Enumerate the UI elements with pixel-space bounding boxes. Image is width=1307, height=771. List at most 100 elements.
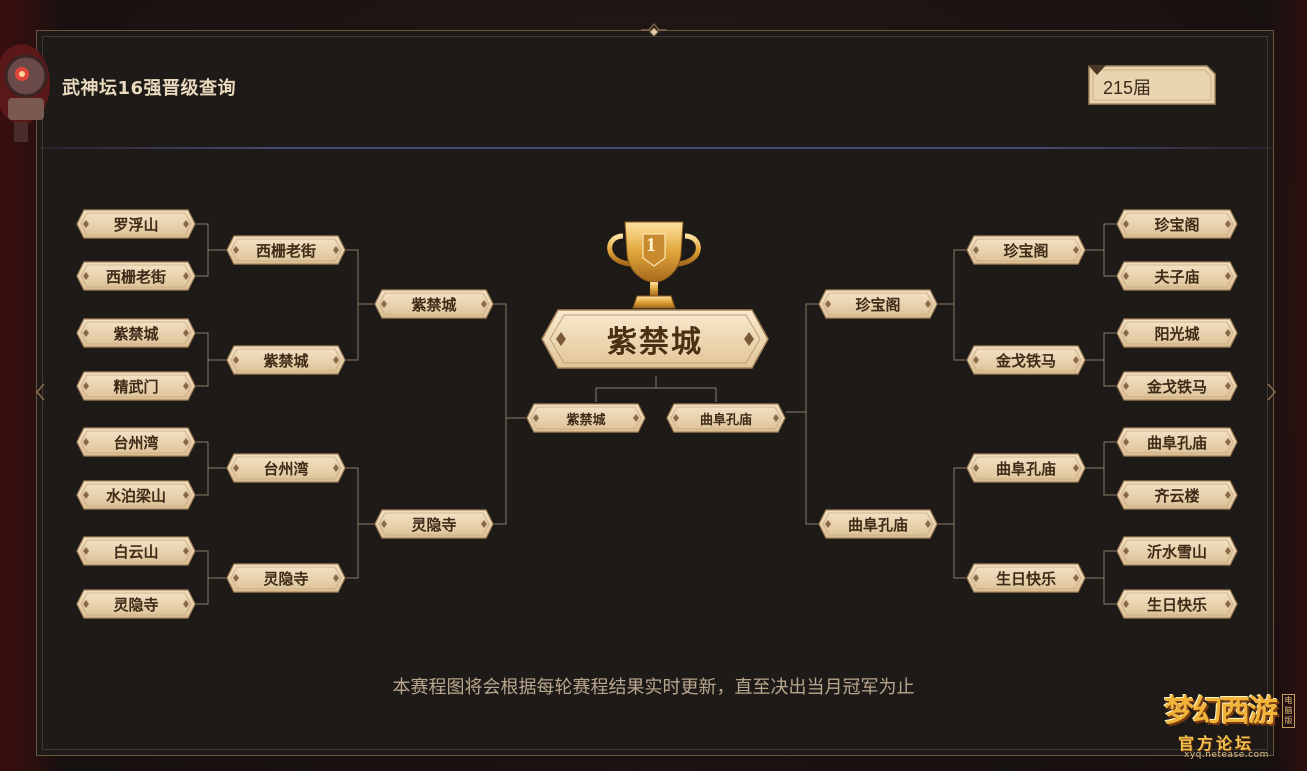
right-quarterfinal-team-3[interactable]: 曲阜孔庙 [966, 453, 1086, 483]
final-team-2[interactable]: 曲阜孔庙 [666, 403, 786, 433]
right-round16-team-3[interactable]: 阳光城 [1116, 318, 1238, 348]
plate-frame-icon [1116, 371, 1238, 401]
left-quarterfinal-team-2[interactable]: 紫禁城 [226, 345, 346, 375]
team-name: 台州湾 [263, 459, 309, 478]
logo-name: 梦幻西游 [1164, 694, 1278, 729]
left-round16-team-4[interactable]: 精武门 [76, 371, 196, 401]
right-semifinal-team-1[interactable]: 珍宝阁 [818, 289, 938, 319]
plate-frame-icon [1116, 209, 1238, 239]
plate-frame-icon [966, 235, 1086, 265]
team-name: 台州湾 [113, 433, 159, 452]
team-name: 紫禁城 [411, 295, 457, 314]
final-team-1[interactable]: 紫禁城 [526, 403, 646, 433]
right-round16-team-6[interactable]: 齐云楼 [1116, 480, 1238, 510]
right-round16-team-4[interactable]: 金戈铁马 [1116, 371, 1238, 401]
right-round16-team-8[interactable]: 生日快乐 [1116, 589, 1238, 619]
team-name: 生日快乐 [995, 569, 1056, 588]
plate-frame-icon [526, 403, 646, 433]
team-name: 曲阜孔庙 [995, 459, 1056, 478]
plate-frame-icon [1116, 261, 1238, 291]
header-divider [40, 147, 1274, 149]
plate-frame-icon [76, 427, 196, 457]
plate-frame-icon [1116, 536, 1238, 566]
team-name: 水泊梁山 [105, 486, 166, 505]
game-logo[interactable]: 梦幻西游 电脑版 官方论坛 xyq.netease.com [1160, 686, 1302, 766]
plate-frame-icon [76, 209, 196, 239]
right-round16-team-7[interactable]: 沂水雪山 [1116, 536, 1238, 566]
plate-frame-icon [666, 403, 786, 433]
team-name: 阳光城 [1154, 324, 1200, 343]
champion-plate[interactable]: 紫禁城 [540, 308, 770, 370]
left-arrow-mark-icon [36, 383, 45, 401]
chevron-down-icon [1088, 65, 1106, 75]
team-name: 白云山 [113, 542, 159, 561]
team-name: 精武门 [113, 377, 159, 396]
team-name: 珍宝阁 [1154, 215, 1200, 234]
left-semifinal-team-2[interactable]: 灵隐寺 [374, 509, 494, 539]
plate-frame-icon [226, 345, 346, 375]
team-name: 曲阜孔庙 [699, 412, 752, 428]
team-name: 珍宝阁 [855, 295, 901, 314]
left-quarterfinal-team-1[interactable]: 西栅老街 [226, 235, 346, 265]
left-quarterfinal-team-4[interactable]: 灵隐寺 [226, 563, 346, 593]
team-name: 曲阜孔庙 [1146, 433, 1207, 452]
left-quarterfinal-team-3[interactable]: 台州湾 [226, 453, 346, 483]
left-round16-team-2[interactable]: 西栅老街 [76, 261, 196, 291]
team-name: 金戈铁马 [995, 351, 1056, 370]
page-title: 武神坛16强晋级查询 [62, 78, 237, 99]
left-round16-team-6[interactable]: 水泊梁山 [76, 480, 196, 510]
team-name: 紫禁城 [113, 324, 159, 343]
plate-frame-icon [1116, 480, 1238, 510]
team-name: 灵隐寺 [113, 595, 159, 614]
trophy-icon [607, 221, 701, 309]
team-name: 紫禁城 [566, 412, 606, 428]
right-quarterfinal-team-2[interactable]: 金戈铁马 [966, 345, 1086, 375]
team-name: 齐云楼 [1154, 486, 1200, 505]
left-round16-team-5[interactable]: 台州湾 [76, 427, 196, 457]
right-round16-team-5[interactable]: 曲阜孔庙 [1116, 427, 1238, 457]
plate-frame-icon [76, 480, 196, 510]
plate-frame-icon [1116, 427, 1238, 457]
left-round16-team-1[interactable]: 罗浮山 [76, 209, 196, 239]
right-round16-team-1[interactable]: 珍宝阁 [1116, 209, 1238, 239]
plate-frame-icon [966, 453, 1086, 483]
logo-url: xyq.netease.com [1184, 750, 1269, 760]
mascot-robot-icon [0, 44, 50, 142]
plate-frame-icon [1116, 589, 1238, 619]
season-selected-value: 215届 [1103, 78, 1152, 98]
right-arrow-mark-icon [1267, 383, 1276, 401]
right-round16-team-2[interactable]: 夫子庙 [1116, 261, 1238, 291]
right-quarterfinal-team-1[interactable]: 珍宝阁 [966, 235, 1086, 265]
season-dropdown[interactable]: 215届 [1087, 64, 1217, 106]
champion-plate-frame-icon [541, 309, 769, 369]
plate-frame-icon [374, 509, 494, 539]
logo-subtitle: 官方论坛 [1178, 734, 1255, 753]
left-round16-team-8[interactable]: 灵隐寺 [76, 589, 196, 619]
right-semifinal-team-2[interactable]: 曲阜孔庙 [818, 509, 938, 539]
champion-name: 紫禁城 [607, 325, 703, 360]
team-name: 珍宝阁 [1003, 241, 1049, 260]
plate-frame-icon [966, 563, 1086, 593]
plate-frame-icon [966, 345, 1086, 375]
dropdown-frame-icon [1088, 65, 1216, 105]
plate-frame-icon [76, 536, 196, 566]
plate-frame-icon [818, 509, 938, 539]
team-name: 灵隐寺 [411, 515, 457, 534]
plate-frame-icon [818, 289, 938, 319]
team-name: 西栅老街 [255, 241, 316, 260]
left-semifinal-team-1[interactable]: 紫禁城 [374, 289, 494, 319]
team-name: 生日快乐 [1146, 595, 1207, 614]
top-ornament-icon [641, 23, 667, 37]
team-name: 曲阜孔庙 [847, 515, 908, 534]
plate-frame-icon [374, 289, 494, 319]
logo-edition: 电脑版 [1282, 694, 1295, 728]
left-round16-team-3[interactable]: 紫禁城 [76, 318, 196, 348]
plate-frame-icon [76, 371, 196, 401]
right-quarterfinal-team-4[interactable]: 生日快乐 [966, 563, 1086, 593]
team-name: 金戈铁马 [1146, 377, 1207, 396]
bracket-notice: 本赛程图将会根据每轮赛程结果实时更新，直至决出当月冠军为止 [392, 677, 915, 698]
left-round16-team-7[interactable]: 白云山 [76, 536, 196, 566]
plate-frame-icon [226, 235, 346, 265]
team-name: 沂水雪山 [1146, 542, 1207, 561]
